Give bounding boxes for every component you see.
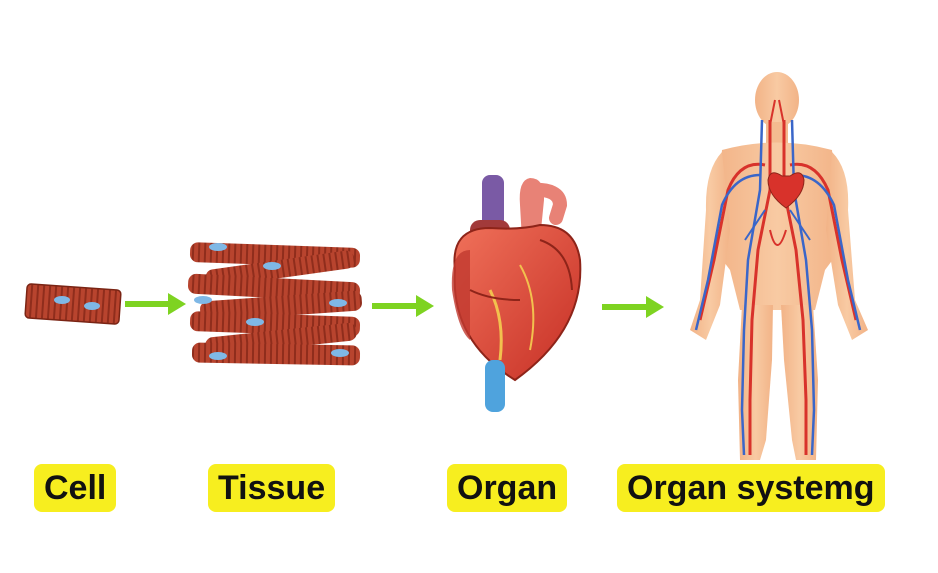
arrow-icon	[125, 293, 186, 315]
arrow-icon	[602, 296, 664, 318]
human-body-icon	[690, 72, 868, 460]
stage-label-organ: Organ	[447, 464, 568, 512]
heart-icon	[451, 175, 582, 412]
muscle-tissue-icon	[188, 242, 362, 366]
stage-label-cell: Cell	[34, 464, 117, 512]
stage-label-organ-system: Organ systemg	[617, 464, 885, 512]
stage-label-tissue: Tissue	[208, 464, 336, 512]
arrow-icon	[372, 295, 434, 317]
muscle-cell-icon	[24, 283, 122, 325]
